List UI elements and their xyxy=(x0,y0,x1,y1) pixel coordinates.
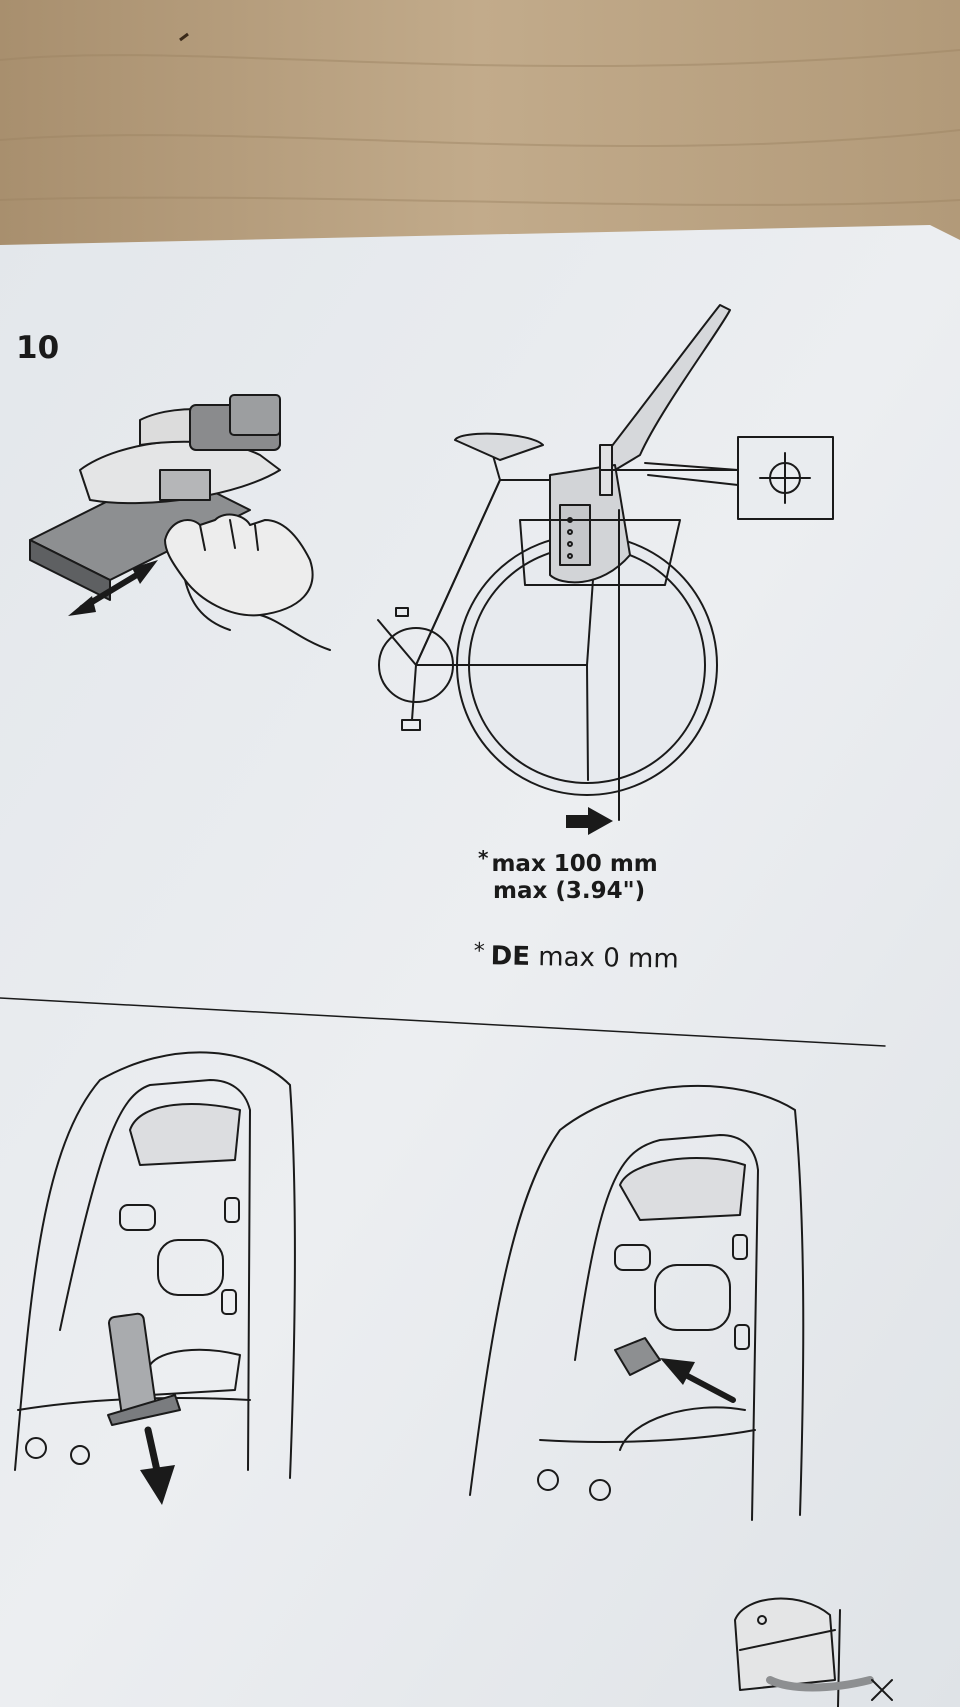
arrow-insert-icon xyxy=(660,1358,736,1403)
seat-back-right-illustration xyxy=(469,1084,805,1521)
section-divider xyxy=(0,997,886,1047)
seat-back-left-illustration xyxy=(14,1051,296,1479)
crosshair-icon xyxy=(644,436,834,520)
max-mm-text: max 100 mm xyxy=(491,851,658,877)
double-arrow-icon xyxy=(68,560,158,616)
max-limit-mm: *max 100 mm xyxy=(478,846,658,877)
arrow-right-icon xyxy=(566,807,613,835)
de-code: DE xyxy=(490,941,531,972)
bicycle-illustration xyxy=(377,304,741,821)
arrow-down-icon xyxy=(140,1426,175,1505)
mount-adjust-illustration xyxy=(29,394,331,651)
asterisk: * xyxy=(478,846,489,870)
max-limit-inch: max (3.94") xyxy=(493,878,646,904)
de-rule: max 0 mm xyxy=(529,941,679,975)
table-surface xyxy=(0,0,960,260)
step-number: 10 xyxy=(16,330,60,366)
helmet-icon xyxy=(734,1597,893,1707)
de-limit: *DE max 0 mm xyxy=(473,939,679,975)
wood-grain xyxy=(0,49,960,206)
asterisk: * xyxy=(473,939,485,965)
